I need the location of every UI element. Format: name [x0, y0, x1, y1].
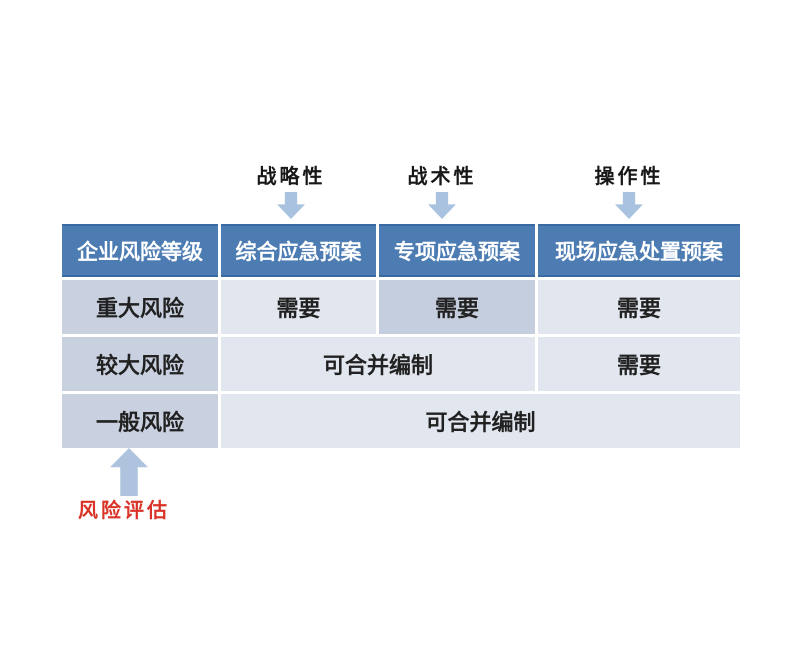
arrow-down-icon	[277, 192, 305, 219]
cell-major-risk-level: 重大风险	[62, 280, 218, 334]
header-onsite-plan: 现场应急处置预案	[538, 224, 740, 277]
arrow-down-icon	[615, 192, 643, 219]
header-risk-level: 企业风险等级	[62, 224, 218, 277]
cell-major-onsite: 需要	[538, 280, 740, 334]
cell-larger-merged-plans: 可合并编制	[221, 337, 535, 391]
plan-type-label-strategic: 战略性	[256, 164, 326, 188]
arrow-up-icon	[110, 448, 148, 496]
arrow-down-icon	[428, 192, 456, 219]
cell-major-special: 需要	[379, 280, 535, 334]
plan-type-label-operational: 操作性	[594, 164, 664, 188]
cell-general-risk-level: 一般风险	[62, 394, 218, 448]
cell-major-comprehensive: 需要	[221, 280, 376, 334]
risk-assessment-label: 风险评估	[78, 498, 170, 522]
cell-larger-risk-level: 较大风险	[62, 337, 218, 391]
header-comprehensive-plan: 综合应急预案	[221, 224, 376, 277]
plan-requirement-table: 企业风险等级 综合应急预案 专项应急预案 现场应急处置预案 重大风险 需要 需要…	[62, 224, 743, 448]
cell-general-merged-plans: 可合并编制	[221, 394, 740, 448]
plan-type-label-tactical: 战术性	[407, 164, 477, 188]
header-special-plan: 专项应急预案	[379, 224, 535, 277]
cell-larger-onsite: 需要	[538, 337, 740, 391]
